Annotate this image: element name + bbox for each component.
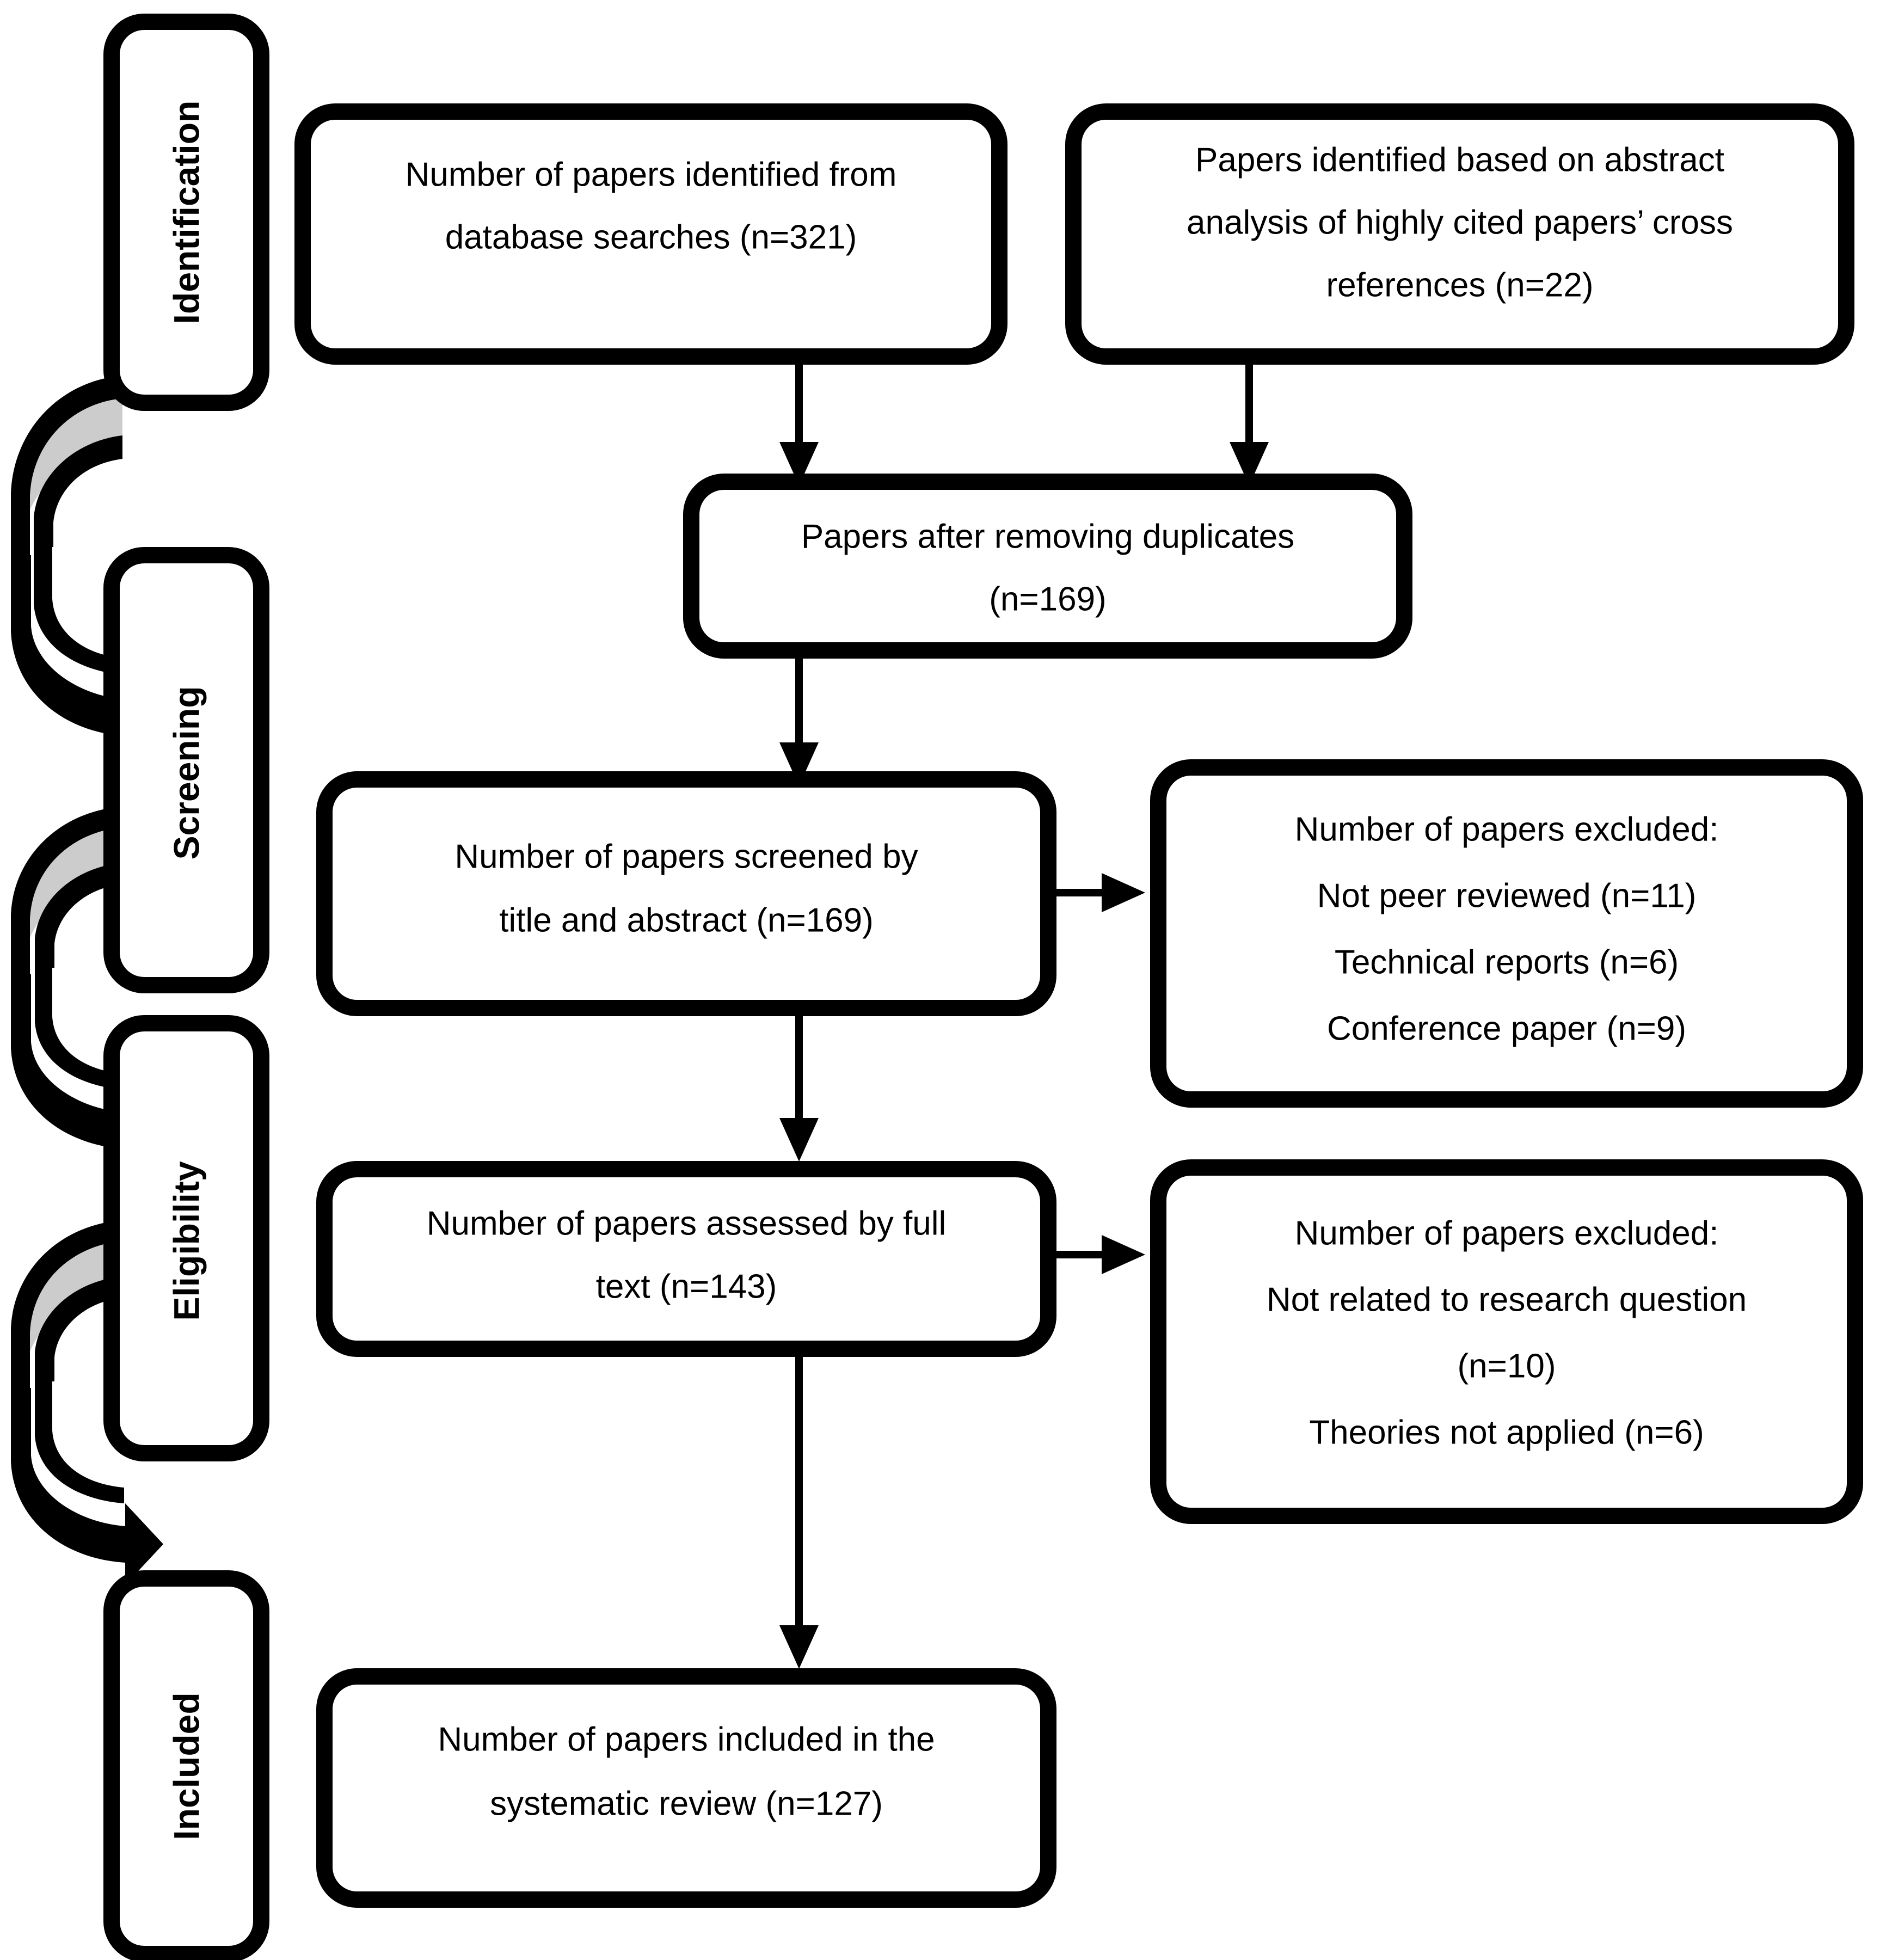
svg-text:analysis of highly cited paper: analysis of highly cited papers’ cross (1187, 204, 1733, 241)
stage-connector-eligibility-to-included (11, 1220, 163, 1585)
svg-text:Number of papers included in t: Number of papers included in the (438, 1721, 935, 1758)
node-text-included-final: Number of papers included in the systema… (438, 1721, 935, 1822)
arrow-database-to-duplicates (779, 359, 819, 486)
arrow-fulltext-to-excluded-eligibility (1050, 1235, 1145, 1274)
svg-text:systematic review (n=127): systematic review (n=127) (490, 1785, 883, 1822)
svg-text:(n=10): (n=10) (1458, 1347, 1556, 1385)
node-text-cross-references: Papers identified based on abstract anal… (1187, 141, 1733, 304)
node-box-cross-references (1065, 103, 1854, 365)
node-box-excluded-screening (1150, 759, 1863, 1108)
arrow-duplicates-to-screened (779, 648, 819, 786)
node-text-database-search: Number of papers identified from databas… (406, 156, 897, 256)
svg-text:title and abstract (n=169): title and abstract (n=169) (499, 901, 874, 939)
arrow-fulltext-to-included (779, 1344, 819, 1669)
svg-text:Number of papers excluded:: Number of papers excluded: (1295, 1214, 1719, 1252)
node-box-full-text (316, 1161, 1056, 1357)
svg-text:database searches (n=321): database searches (n=321) (445, 218, 857, 256)
svg-text:Theories not applied (n=6): Theories not applied (n=6) (1309, 1414, 1704, 1451)
stage-label-screening: Screening (166, 686, 206, 859)
svg-text:text (n=143): text (n=143) (596, 1268, 777, 1305)
stage-label-included: Included (166, 1692, 206, 1840)
stage-box-identification (103, 14, 269, 411)
svg-text:Number of papers excluded:: Number of papers excluded: (1295, 810, 1719, 848)
node-box-database-search (294, 103, 1007, 365)
node-text-excluded-screening: Number of papers excluded: Not peer revi… (1295, 810, 1719, 1047)
node-box-included-final (316, 1668, 1056, 1908)
node-box-screened (316, 771, 1056, 1016)
svg-text:Papers identified based on abs: Papers identified based on abstract (1195, 141, 1724, 179)
node-text-excluded-eligibility: Number of papers excluded: Not related t… (1267, 1214, 1747, 1451)
stage-label-identification: Identification (166, 101, 206, 324)
stage-label-eligibility: Eligibility (166, 1161, 206, 1321)
stage-box-screening (103, 547, 269, 993)
svg-text:Not related to research questi: Not related to research question (1267, 1281, 1747, 1318)
svg-text:references (n=22): references (n=22) (1326, 266, 1593, 304)
svg-text:Not peer reviewed (n=11): Not peer reviewed (n=11) (1317, 877, 1697, 914)
svg-text:Technical reports (n=6): Technical reports (n=6) (1335, 943, 1679, 981)
node-text-screened: Number of papers screened by title and a… (454, 838, 918, 939)
stage-box-eligibility (103, 1015, 269, 1461)
node-text-duplicates-removed: Papers after removing duplicates (n=169) (801, 518, 1294, 618)
svg-text:Papers after removing duplicat: Papers after removing duplicates (801, 518, 1294, 555)
svg-text:Number of papers assessed by f: Number of papers assessed by full (427, 1205, 947, 1242)
node-text-full-text: Number of papers assessed by full text (… (427, 1205, 947, 1305)
node-box-duplicates-removed (683, 474, 1412, 659)
svg-text:Number of papers screened by: Number of papers screened by (454, 838, 918, 875)
node-box-excluded-eligibility (1150, 1159, 1863, 1524)
svg-text:Number of papers identified fr: Number of papers identified from (406, 156, 897, 193)
arrow-crossrefs-to-duplicates (1230, 359, 1269, 486)
svg-text:Conference paper (n=9): Conference paper (n=9) (1327, 1010, 1686, 1047)
svg-text:(n=169): (n=169) (989, 580, 1106, 618)
arrow-screened-to-excluded-screening (1050, 873, 1145, 912)
stage-box-included (103, 1570, 269, 1960)
